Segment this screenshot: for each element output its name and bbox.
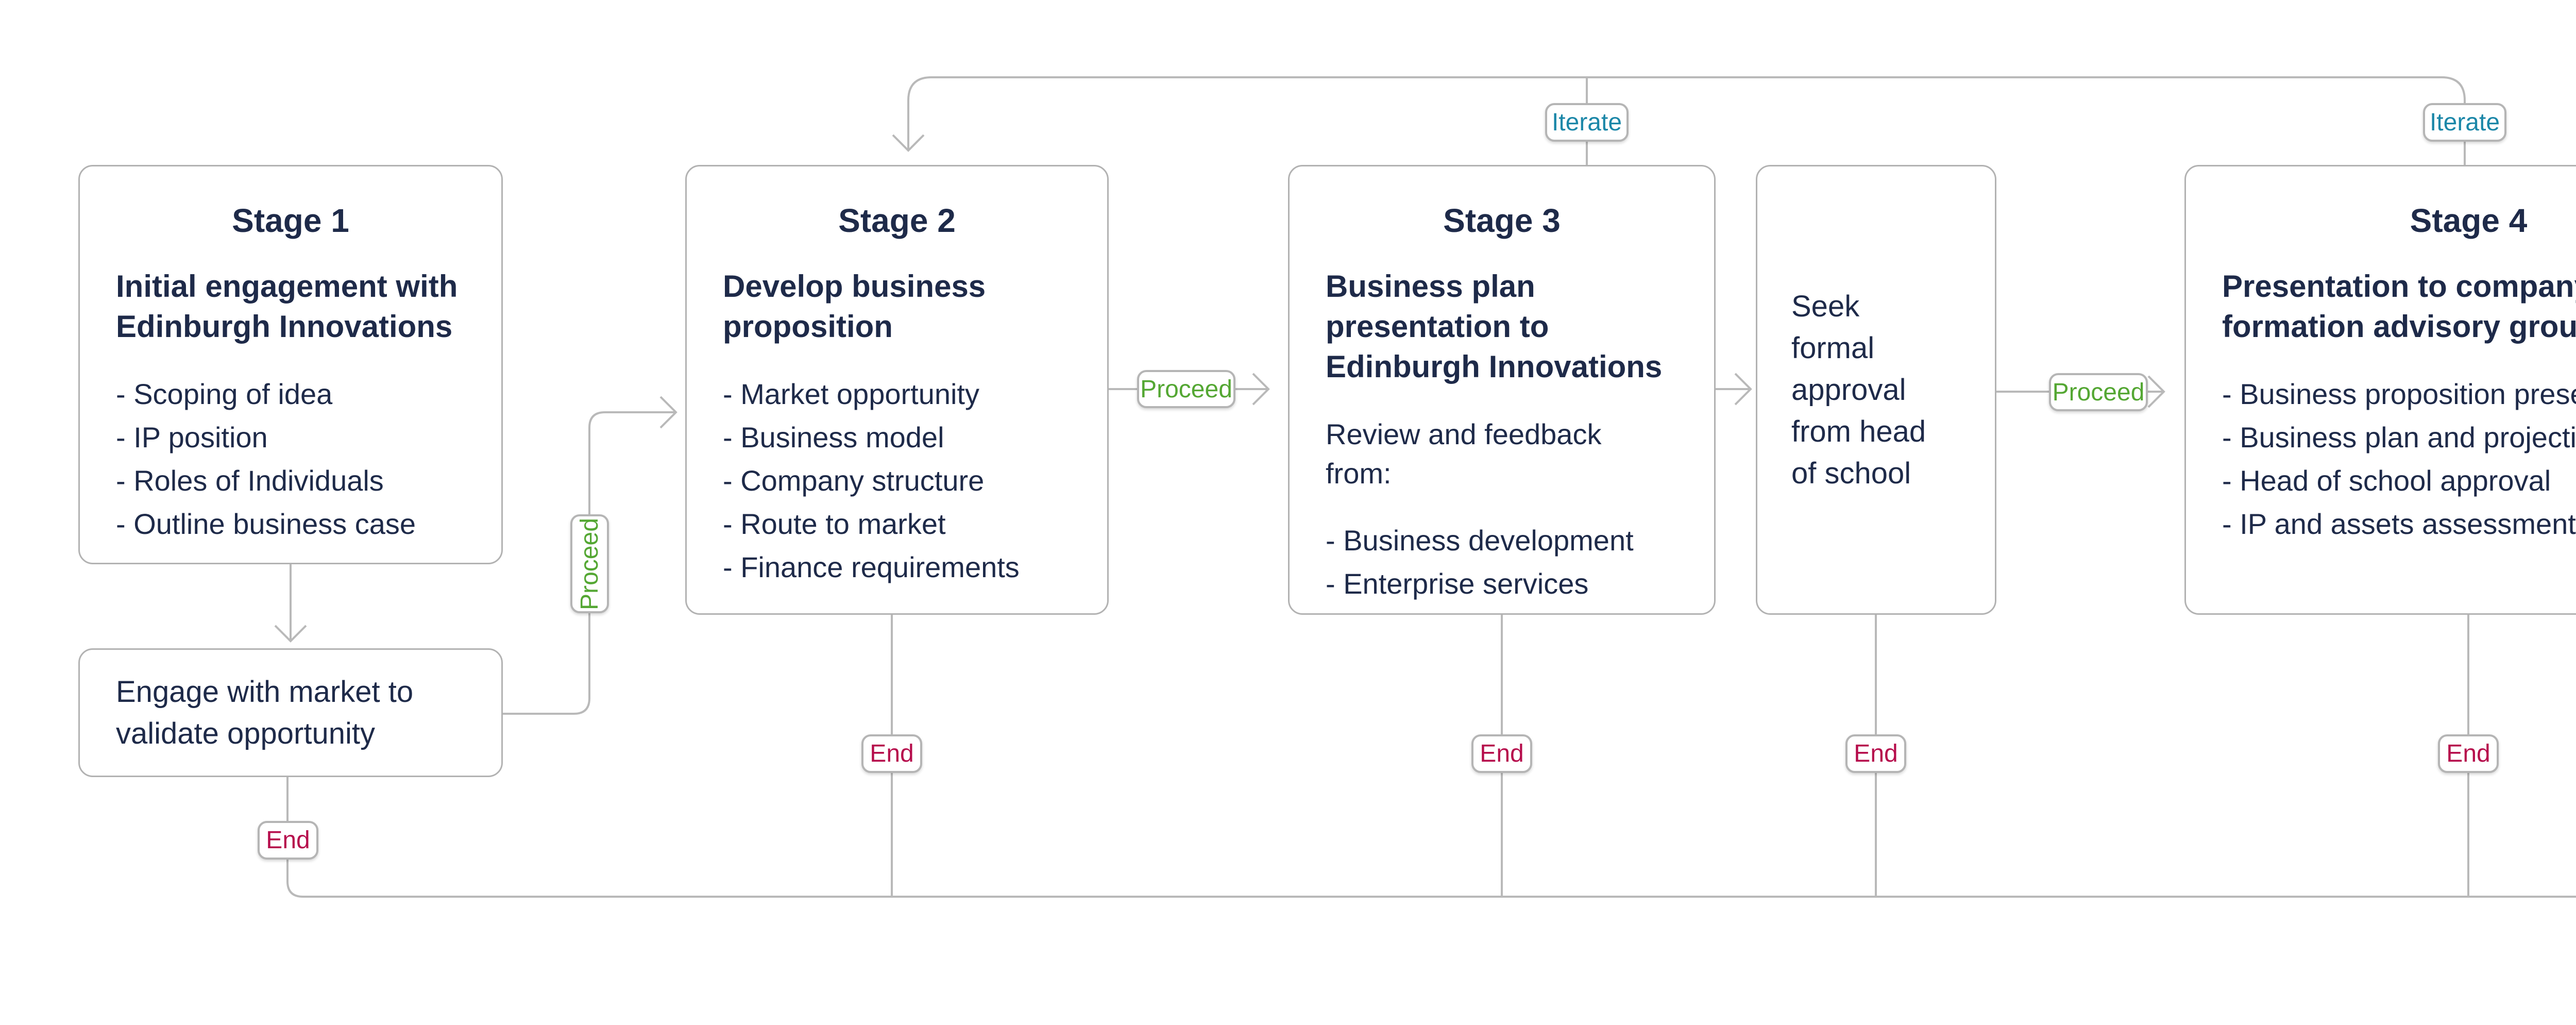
bullet-item: - Business proposition presentation: [2222, 378, 2576, 411]
bullet-item: - IP position: [116, 421, 268, 454]
seek-approval-text: Seek formal approval from head of school: [1791, 289, 1926, 491]
stage-3-bullet-list: - Business development - Enterprise serv…: [1326, 519, 1678, 606]
proceed-label-seek-to-stage4: Proceed: [2049, 373, 2148, 411]
seek-approval-box: Seek formal approval from head of school: [1756, 165, 1996, 615]
bullet-item: - Company structure: [723, 464, 985, 497]
stage-1-title: Stage 1: [232, 202, 349, 239]
end-label-seek: End: [1845, 734, 1906, 773]
bullet-item: - Finance requirements: [723, 551, 1020, 584]
stage-2-bullet-list: - Market opportunity - Business model - …: [723, 373, 1071, 589]
bullet-item: - Head of school approval: [2222, 464, 2551, 497]
proceed-label-stage2-to-stage3: Proceed: [1137, 370, 1235, 408]
stage-1-subtitle: Initial engagement with Edinburgh Innova…: [116, 269, 458, 344]
end-label-stage3: End: [1471, 734, 1532, 773]
bullet-item: - Market opportunity: [723, 378, 979, 411]
stage-4-title: Stage 4: [2410, 202, 2528, 239]
stage-3-intro: Review and feedback from:: [1326, 418, 1602, 490]
stage-1-box: Stage 1 Initial engagement with Edinburg…: [78, 165, 503, 564]
stage-3-title: Stage 3: [1443, 202, 1561, 239]
stage-4-box: Stage 4 Presentation to company formatio…: [2184, 165, 2576, 615]
end-label-stage2: End: [861, 734, 922, 773]
bullet-item: - Business plan and projections: [2222, 421, 2576, 454]
bullet-item: - Scoping of idea: [116, 378, 333, 411]
bullet-item: - Business model: [723, 421, 944, 454]
bullet-item: - Business development: [1326, 524, 1634, 557]
bullet-item: - Enterprise services: [1326, 567, 1589, 600]
proceed-label-engage-to-stage2: Proceed: [570, 514, 609, 613]
stage-2-box: Stage 2 Develop business proposition - M…: [685, 165, 1109, 615]
end-label-engage: End: [258, 821, 318, 860]
iterate-label-stage4: Iterate: [2423, 103, 2506, 142]
bullet-item: - IP and assets assessment: [2222, 508, 2576, 541]
stage-4-bullet-list: - Business proposition presentation - Bu…: [2222, 373, 2576, 546]
engage-market-text: Engage with market to validate opportuni…: [116, 675, 414, 750]
bullet-item: - Outline business case: [116, 508, 416, 541]
stage-2-title: Stage 2: [838, 202, 956, 239]
stage-2-subtitle: Develop business proposition: [723, 269, 986, 344]
stage-1-bullet-list: - Scoping of idea - IP position - Roles …: [116, 373, 465, 546]
iterate-label-stage3: Iterate: [1545, 103, 1629, 142]
engage-market-box: Engage with market to validate opportuni…: [78, 648, 503, 777]
stage-3-subtitle: Business plan presentation to Edinburgh …: [1326, 269, 1663, 384]
bullet-item: - Roles of Individuals: [116, 464, 384, 497]
stage-3-box: Stage 3 Business plan presentation to Ed…: [1288, 165, 1716, 615]
bullet-item: - Route to market: [723, 508, 946, 541]
end-label-stage4: End: [2438, 734, 2499, 773]
stage-4-subtitle: Presentation to company formation adviso…: [2222, 269, 2576, 344]
